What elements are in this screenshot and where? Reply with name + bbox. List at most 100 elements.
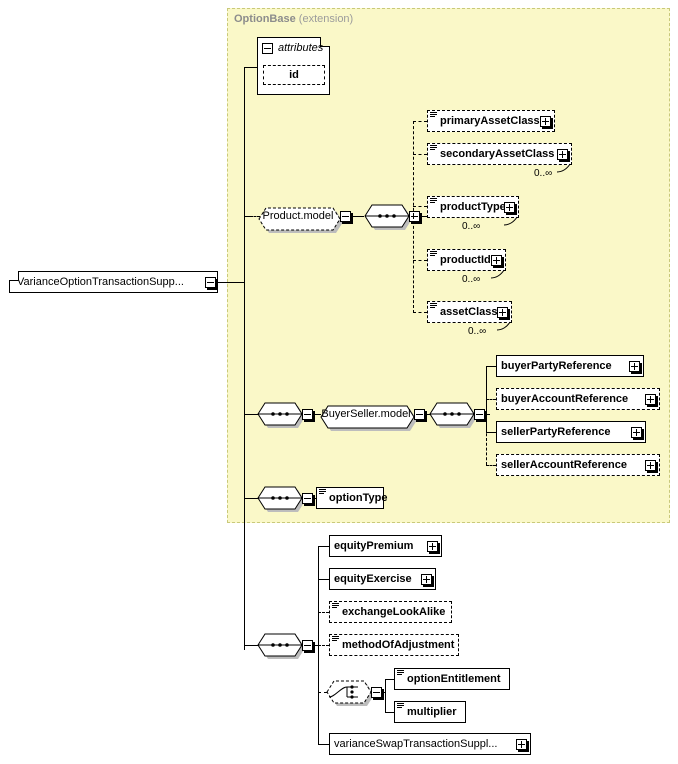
compositor-sequence-buyerseller-inner-shape (429, 402, 477, 428)
compositor-sequence-buyerseller-outer[interactable] (256, 401, 305, 428)
compositor-sequence-bottom[interactable] (256, 632, 305, 659)
element-product-type[interactable]: productType (427, 196, 521, 220)
connector-to-buyer-account-reference (486, 399, 496, 400)
element-option-entitlement[interactable]: optionEntitlement (394, 668, 512, 692)
cardinality-hook (490, 266, 506, 284)
element-method-of-adjustment[interactable]: methodOfAdjustment (329, 634, 461, 658)
element-variance-swap-transaction-supplement[interactable]: varianceSwapTransactionSuppl... (329, 733, 533, 757)
element-buyer-party-reference[interactable]: buyerPartyReference (496, 355, 646, 379)
element-equity-exercise-expand-icon[interactable] (421, 574, 432, 585)
element-seller-account-reference-expand-icon[interactable] (645, 460, 656, 471)
element-seller-account-reference[interactable]: sellerAccountReference (496, 454, 662, 478)
element-product-id[interactable]: productId (427, 249, 508, 273)
optiontype-seq-toggle-icon[interactable] (302, 493, 313, 504)
element-variance-swap-transaction-supplement-expand-icon[interactable] (516, 739, 527, 750)
element-primary-asset-class[interactable]: primaryAssetClass (427, 110, 557, 134)
group-buyer-seller-model-label: BuyerSeller.model (321, 408, 411, 420)
element-product-type-label: productType (440, 200, 506, 213)
group-product-model[interactable]: Product.model (256, 205, 343, 233)
choice-toggle-icon[interactable] (371, 687, 382, 698)
connector-to-product-id (413, 260, 427, 261)
buyerseller-inner-seq-toggle-icon[interactable] (474, 409, 485, 420)
connector-product-seq-out (421, 216, 427, 217)
element-seller-party-reference[interactable]: sellerPartyReference (496, 421, 648, 445)
buyerseller-group-toggle-icon[interactable] (414, 409, 425, 420)
compositor-sequence-bottom-shape (257, 633, 305, 659)
connector-trunk-to-attributes (244, 67, 257, 68)
element-equity-premium[interactable]: equityPremium (329, 535, 444, 559)
element-asset-class[interactable]: assetClass (427, 301, 514, 325)
element-variance-swap-transaction-supplement-label: varianceSwapTransactionSuppl... (334, 737, 498, 750)
cardinality-hook (556, 160, 572, 178)
element-buyer-account-reference-expand-icon[interactable] (645, 394, 656, 405)
connector-refs-riser-dashed (486, 414, 487, 465)
connector-trunk-to-bottom-seq (244, 645, 258, 646)
buyerseller-outer-seq-toggle-icon[interactable] (302, 409, 313, 420)
element-method-of-adjustment-label: methodOfAdjustment (342, 638, 455, 651)
connector-to-primary-asset-class (413, 121, 427, 122)
compositor-sequence-product-model[interactable] (363, 203, 412, 230)
connector-to-choice (318, 692, 327, 693)
attributes-folded-corner-icon (320, 37, 330, 47)
element-primary-asset-class-expand-icon[interactable] (540, 116, 551, 127)
element-buyer-account-reference[interactable]: buyerAccountReference (496, 388, 662, 412)
compositor-sequence-optiontype[interactable] (256, 485, 305, 512)
element-buyer-party-reference-expand-icon[interactable] (629, 361, 640, 372)
content-model-icon (397, 670, 404, 677)
element-product-type-expand-icon[interactable] (504, 202, 515, 213)
element-seller-account-reference-label: sellerAccountReference (501, 458, 627, 471)
compositor-sequence-buyerseller-inner[interactable] (428, 401, 477, 428)
element-asset-class-label: assetClass (440, 305, 498, 318)
connector-trunk-to-optiontype-seq (244, 498, 258, 499)
content-model-icon (430, 112, 437, 119)
element-equity-premium-label: equityPremium (334, 539, 414, 552)
product-model-collapse-toggle-icon[interactable] (340, 211, 351, 222)
root-collapse-toggle-icon[interactable] (205, 277, 216, 288)
element-product-id-label: productId (440, 253, 491, 266)
connector-choice-out (383, 692, 386, 693)
element-option-type[interactable]: optionType (316, 487, 387, 511)
folded-corner-icon (9, 271, 19, 281)
product-model-sequence-toggle-icon[interactable] (409, 211, 420, 222)
extension-panel-title: OptionBase (extension) (234, 13, 353, 25)
extension-kind: (extension) (298, 13, 354, 25)
connector-to-seller-party-reference (486, 432, 496, 433)
element-secondary-asset-class[interactable]: secondaryAssetClass (427, 143, 574, 167)
compositor-choice-shape (326, 680, 374, 706)
cardinality-product-id: 0..∞ (462, 274, 481, 285)
compositor-choice[interactable] (325, 679, 374, 706)
element-product-id-expand-icon[interactable] (491, 255, 502, 266)
connector-innerseq-out (486, 414, 490, 415)
connector-to-seller-account-reference (486, 465, 496, 466)
attribute-id[interactable]: id (263, 65, 327, 87)
group-product-model-shape (258, 207, 343, 233)
connector-to-asset-class (413, 312, 427, 313)
element-buyer-account-reference-label: buyerAccountReference (501, 392, 629, 405)
element-asset-class-expand-icon[interactable] (497, 307, 508, 318)
cardinality-product-type: 0..∞ (462, 221, 481, 232)
element-secondary-asset-class-expand-icon[interactable] (557, 149, 568, 160)
element-equity-exercise[interactable]: equityExercise (329, 568, 438, 592)
element-multiplier[interactable]: multiplier (394, 701, 468, 725)
connector-trunk-to-buyerseller-seq (244, 414, 258, 415)
element-exchange-look-alike[interactable]: exchangeLookAlike (329, 601, 454, 625)
extension-base-name: OptionBase (234, 13, 296, 25)
connector-to-secondary-asset-class (413, 154, 427, 155)
bottom-seq-toggle-icon[interactable] (302, 640, 313, 651)
content-model-icon (430, 303, 437, 310)
connector-to-option-entitlement (385, 679, 394, 680)
group-buyer-seller-model[interactable]: BuyerSeller.model (318, 403, 417, 431)
attributes-collapse-toggle-icon[interactable] (262, 42, 273, 54)
element-seller-party-reference-expand-icon[interactable] (631, 427, 642, 438)
element-equity-premium-expand-icon[interactable] (427, 541, 438, 552)
root-element-variance-option-transaction-supplement[interactable]: VarianceOptionTransactionSupp... (9, 271, 220, 295)
cardinality-asset-class: 0..∞ (468, 326, 487, 337)
connector-outerseq-to-group (314, 414, 321, 415)
connector-to-equity-premium (318, 546, 329, 547)
element-exchange-look-alike-label: exchangeLookAlike (342, 605, 446, 618)
connector-product-model-dash (250, 216, 260, 217)
cardinality-secondary-asset-class: 0..∞ (534, 168, 553, 179)
attribute-id-label: id (289, 68, 299, 81)
connector-bottom-riser-lower (318, 645, 319, 744)
